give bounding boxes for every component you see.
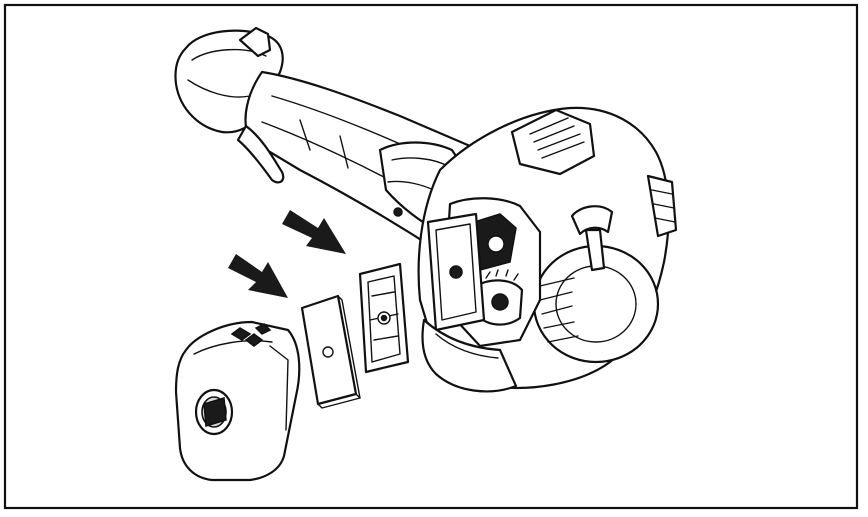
foam-air-filter (300, 294, 361, 409)
filter-element (358, 262, 410, 374)
arrow-right-down-icon (228, 254, 288, 298)
foam-filter-hole (322, 346, 334, 358)
engine-housing (417, 106, 678, 393)
arrow-right-down-icon (282, 210, 346, 254)
air-filter-cover (174, 320, 301, 482)
